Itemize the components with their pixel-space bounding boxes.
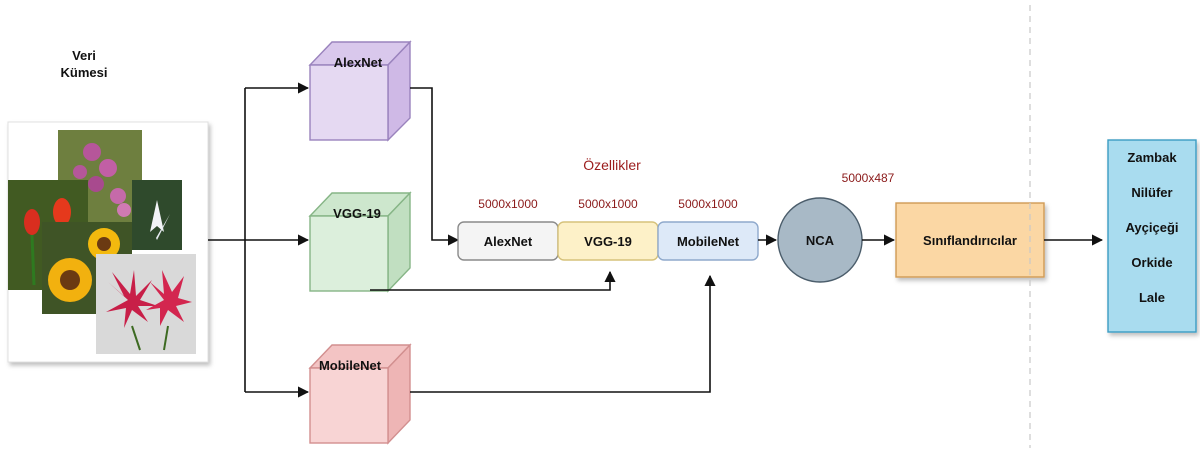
feature-box-alexnet-label: AlexNet bbox=[484, 234, 533, 249]
nca-label: NCA bbox=[806, 233, 835, 248]
dataset-title-line1: Veri bbox=[72, 48, 96, 63]
nca-dim: 5000x487 bbox=[842, 171, 895, 185]
cube-alexnet-front bbox=[309, 64, 389, 141]
features-title: Özellikler bbox=[583, 156, 641, 173]
models-to-features-connectors bbox=[370, 87, 716, 393]
class-label-5: Lale bbox=[1139, 290, 1165, 305]
feature-box-mobilenet: MobileNet 5000x1000 bbox=[657, 197, 759, 261]
classes-rect bbox=[1107, 139, 1197, 333]
dataset-to-models-connectors bbox=[208, 82, 310, 398]
classifier-node: Sınıflandırıcılar bbox=[895, 202, 1045, 278]
feature-box-mobilenet-rect bbox=[657, 221, 759, 261]
feature-box-mobilenet-dim: 5000x1000 bbox=[678, 197, 738, 211]
dataset-title-line2: Kümesi bbox=[61, 65, 108, 80]
classes-box: Zambak Nilüfer Ayçiçeği Orkide Lale bbox=[1107, 139, 1197, 333]
cube-vgg19: VGG-19 bbox=[308, 191, 412, 293]
cube-mobilenet-front bbox=[309, 367, 389, 444]
flower-photos bbox=[8, 130, 196, 354]
feature-box-vgg19-label: VGG-19 bbox=[584, 234, 632, 249]
classifier-rect bbox=[895, 202, 1045, 278]
class-label-3: Ayçiçeği bbox=[1126, 220, 1179, 235]
cube-mobilenet-label: MobileNet bbox=[319, 358, 382, 373]
nca-node: NCA 5000x487 bbox=[777, 171, 895, 283]
cube-vgg19-front bbox=[309, 215, 389, 292]
class-label-4: Orkide bbox=[1131, 255, 1172, 270]
cube-alexnet-label: AlexNet bbox=[334, 55, 383, 70]
feature-box-mobilenet-label: MobileNet bbox=[677, 234, 740, 249]
cube-vgg19-label: VGG-19 bbox=[333, 206, 381, 221]
feature-box-alexnet: AlexNet 5000x1000 bbox=[457, 197, 559, 261]
cube-alexnet: AlexNet bbox=[308, 40, 412, 142]
feature-box-alexnet-dim: 5000x1000 bbox=[478, 197, 538, 211]
cube-mobilenet: MobileNet bbox=[308, 343, 412, 445]
classifier-label: Sınıflandırıcılar bbox=[923, 233, 1017, 248]
feature-box-vgg19-dim: 5000x1000 bbox=[578, 197, 638, 211]
class-label-2: Nilüfer bbox=[1131, 185, 1172, 200]
feature-box-vgg19: VGG-19 5000x1000 bbox=[557, 197, 659, 261]
class-label-1: Zambak bbox=[1127, 150, 1177, 165]
